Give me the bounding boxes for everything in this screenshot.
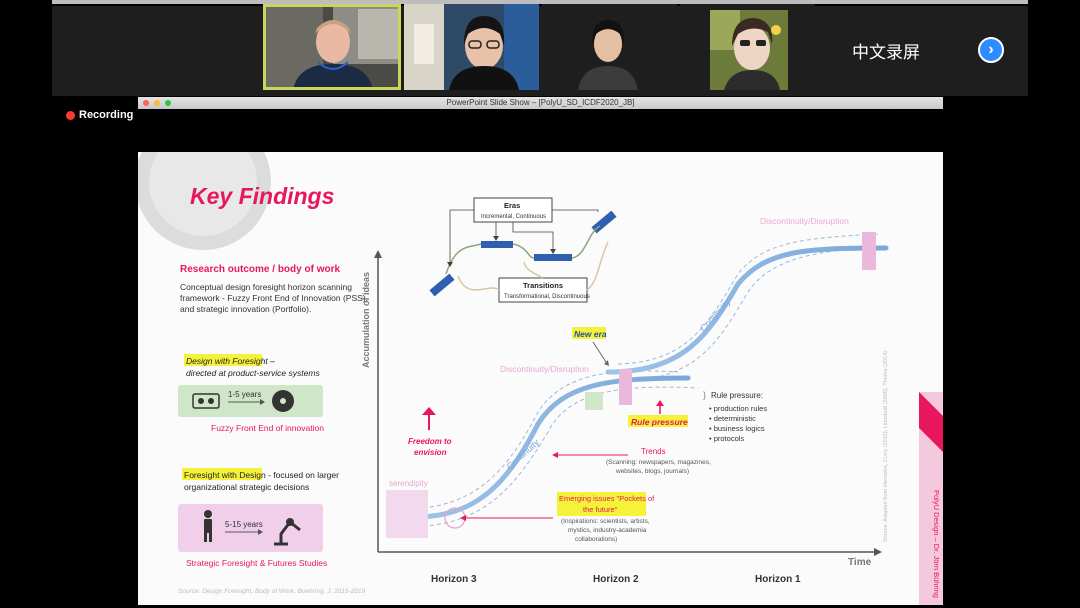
trends-sub-1: (Scanning: newspapers, magazines, [606,459,711,466]
person-icon [204,510,212,542]
emerging-label-1: Emerging issues "Pockets of [559,494,655,503]
dwf-highlight-bg [184,354,262,366]
y-axis-label: Accumulation of ideas [361,272,371,368]
rule-pressure-heading: Rule pressure: [711,391,763,400]
participant-2-image [404,4,539,90]
inspirations-2: mystics, industry-academia [568,527,647,534]
cassette-icon [192,393,220,409]
trends-title: Trends [641,447,666,456]
rule-pressure-highlight [628,415,688,427]
minimize-window-button[interactable] [154,100,160,106]
participant-video-1[interactable] [263,4,401,90]
research-heading: Research outcome / body of work [180,264,340,275]
dwf-label: Design with Foresight – [186,356,275,366]
horizon-1-label: Horizon 1 [755,574,801,585]
fwd-caption: Strategic Foresight & Futures Studies [186,558,327,568]
fwd-highlight-bg [182,468,262,480]
participant-3-image [542,4,677,90]
participant-4-image [680,4,815,90]
new-era-highlight [572,327,606,339]
next-page-button[interactable]: › [978,37,1004,63]
dwf-years: 1-5 years [228,390,261,399]
freedom-label-1: Freedom to [408,437,452,446]
recording-label: Recording [79,109,134,121]
era-bar-1 [481,241,513,248]
x-axis-label: Time [848,557,872,568]
curve-horizon-2 [605,245,889,375]
rule-item-1: • production rules [709,404,767,413]
slideshow-window-title: PowerPoint Slide Show – [PolyU_SD_ICDF20… [446,98,635,107]
transitions-title: Transitions [523,281,563,290]
rule-item-4: • protocols [709,434,744,443]
emerging-highlight [557,492,646,516]
fwd-label: Foresight with Design - focused on large… [184,470,339,480]
window-top-edge [52,0,1028,4]
participant-video-4[interactable] [680,4,815,90]
dwf-caption: Fuzzy Front End of innovation [211,423,324,433]
slideshow-letterbox [138,109,943,152]
freedom-label-2: envision [414,448,447,457]
presentation-slide[interactable]: Key Findings Research outcome / body of … [138,152,943,605]
discontinuity-mid-label: Discontinuity/Disruption [500,364,589,374]
language-label: 中文录屏 [852,43,920,63]
research-text-1: Conceptual design foresight horizon scan… [180,282,352,292]
transition-bar-1 [429,273,455,297]
slide-title: Key Findings [190,183,334,209]
dwf-line2: directed at product-service systems [186,368,320,378]
freedom-arrow-icon [422,407,436,430]
source-left: Source: Design Foresight, Body of Work, … [178,588,366,595]
emerging-label-2: the future" [583,505,618,514]
participant-strip [52,6,1028,96]
source-right: Source: Adapted from Hiemstra, Curry (20… [883,351,889,542]
continuity-marker [585,392,603,410]
transitions-sub: Transformational, Discontinuous [504,294,590,300]
robot-arm-icon [274,518,301,546]
participant-video-3[interactable] [542,4,677,90]
horizon-2-label: Horizon 2 [593,574,639,585]
horizon-3-label: Horizon 3 [431,574,477,585]
sidebar-label: PolyU Design – Dr. Jörn Bühring [932,490,941,598]
slide-canvas: Key Findings Research outcome / body of … [138,152,943,605]
trends-sub-2: websites, blogs, journals) [615,468,689,475]
participant-video-2[interactable] [404,4,539,90]
serendipity-box [386,490,428,538]
research-text-3: and strategic innovation (Portfolio). [180,304,311,314]
maximize-window-button[interactable] [165,100,171,106]
rule-item-2: • deterministic [709,414,756,423]
svg-text:}: } [703,390,706,400]
recording-dot-icon [66,110,75,120]
disruption-bar-top [862,232,876,270]
fwd-line2: organizational strategic decisions [184,482,309,492]
slideshow-title-bar[interactable]: PowerPoint Slide Show – [PolyU_SD_ICDF20… [138,97,943,109]
close-window-button[interactable] [143,100,149,106]
inspirations-3: collaborations) [575,536,617,543]
fwd-years: 5-15 years [225,520,263,529]
inspirations-1: (Inspirations: scientists, artists, [561,518,650,525]
rule-pressure-label: Rule pressure [631,417,688,427]
new-era-label: New era [574,329,607,339]
eras-title: Eras [504,201,520,210]
eras-sub: Incremental, Continuous [481,214,546,220]
rule-item-3: • business logics [709,424,765,433]
era-bar-2 [534,254,572,261]
disruption-bar-mid [619,369,632,405]
discontinuity-top-label: Discontinuity/Disruption [760,216,849,226]
serendipity-label: serendipity [389,479,428,488]
recording-indicator: Recording [66,109,133,121]
chevron-right-icon: › [988,41,994,58]
fwd-timeline-box [178,504,323,552]
sidebar-accent-icon [919,392,943,452]
participant-1-image [263,4,401,90]
research-text-2: framework - Fuzzy Front End of Innovatio… [180,293,368,303]
